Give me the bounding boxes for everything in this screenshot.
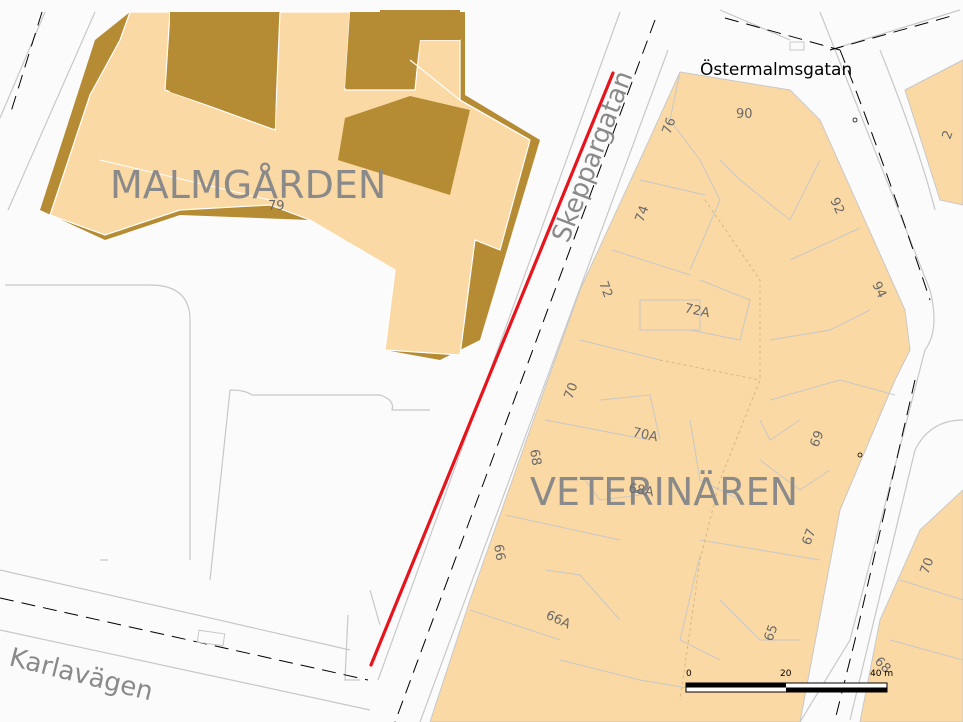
- house-number: 76: [660, 116, 680, 137]
- house-number: 69: [808, 429, 828, 450]
- house-number: 92: [826, 195, 847, 216]
- house-number: 68: [526, 448, 544, 467]
- house-number: 74: [633, 204, 653, 225]
- scale-bar: 0 20 40 m: [685, 669, 893, 693]
- scale-label-40: 40 m: [870, 669, 893, 679]
- route-line[interactable]: [369, 71, 615, 667]
- small-feature-2: [789, 41, 805, 51]
- house-number: 79: [268, 199, 285, 214]
- small-feature: [196, 629, 226, 647]
- block-label-veterinaren: VETERINÄREN: [530, 470, 798, 514]
- building-east-partial: [859, 59, 963, 722]
- house-number: 70A: [631, 425, 659, 445]
- scale-bar-segment-1: [686, 683, 786, 688]
- house-numbers: 79 90 76 74 92 94 72 72A 70 70A 69 68 68…: [268, 107, 957, 677]
- house-number: 70: [918, 556, 938, 577]
- house-number: 94: [868, 279, 889, 300]
- building-veterinaren: [429, 71, 911, 722]
- house-number: 65: [762, 623, 782, 644]
- point-marker: [852, 117, 858, 123]
- house-number: 67: [800, 527, 820, 548]
- house-number: 90: [736, 107, 753, 122]
- road-centerlines: [0, 11, 956, 722]
- house-number: 70: [562, 381, 582, 402]
- house-number: 66: [490, 543, 508, 562]
- block-label-malmgarden: MALMGÅRDEN: [110, 163, 386, 207]
- road-edges: [0, 9, 963, 722]
- scale-label-20: 20: [780, 669, 792, 679]
- point-marker-2: [857, 452, 863, 458]
- building-malmgarden: [40, 10, 540, 360]
- house-number: 68A: [627, 481, 655, 500]
- house-number: 72A: [683, 301, 711, 321]
- scale-label-0: 0: [686, 669, 692, 679]
- street-label-ostermalmsgatan: Östermalmsgatan: [700, 58, 852, 80]
- scale-bar-segment-2: [786, 687, 887, 692]
- house-number: 72: [595, 279, 615, 300]
